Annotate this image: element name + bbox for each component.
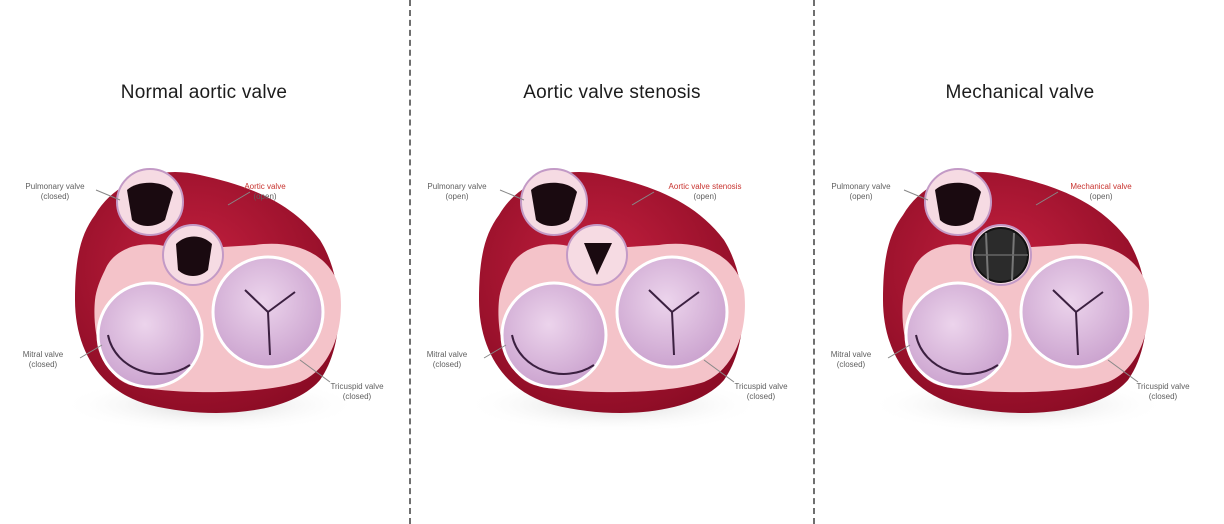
stenotic-orifice [584,243,612,275]
label-mitral-valve: Mitral valve(closed) [22,350,64,369]
aortic-valve-orifice [176,236,212,276]
label-pulmonary-valve: Pulmonary valve(open) [831,182,891,201]
pulmonary-valve-orifice [531,182,577,226]
panel-divider-left [409,0,411,524]
pulmonary-valve-orifice [935,182,981,226]
panel-title-mechanical: Mechanical valve [945,82,1095,103]
label-tricuspid-valve: Tricuspid valve(closed) [1136,382,1190,401]
label-pulmonary-valve: Pulmonary valve(closed) [25,182,85,201]
label-mitral-valve: Mitral valve(closed) [830,350,872,369]
label-pulmonary-valve: Pulmonary valve(open) [427,182,487,201]
label-tricuspid-valve: Tricuspid valve(closed) [330,382,384,401]
panel-divider-right [813,0,815,524]
label-aortic-valve-stenosis: Aortic valve stenosis(open) [668,182,742,201]
panel-title-stenosis: Aortic valve stenosis [523,82,701,103]
mitral-valve [904,281,1012,389]
label-aortic-valve: Aortic valve(open) [244,182,286,201]
label-tricuspid-valve: Tricuspid valve(closed) [734,382,788,401]
panel-title-normal: Normal aortic valve [120,82,288,103]
label-mechanical-valve: Mechanical valve(open) [1070,182,1132,201]
label-mitral-valve: Mitral valve(closed) [426,350,468,369]
pulmonary-valve-orifice [127,182,173,226]
